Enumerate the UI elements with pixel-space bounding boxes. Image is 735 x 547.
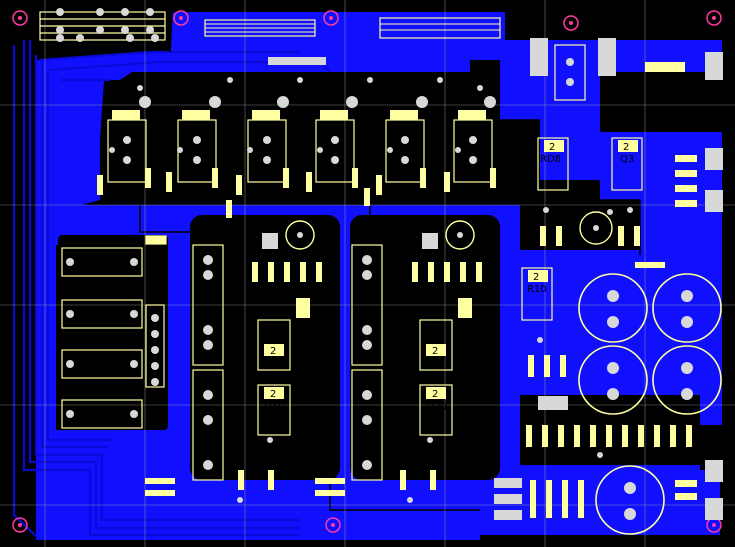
package-rd8: 2 RD8	[537, 137, 569, 191]
package-r11: 2 R11	[257, 319, 291, 371]
trimmer-left	[285, 220, 315, 250]
resistor-bank-left	[252, 262, 322, 318]
package-q10-label: Q10	[264, 402, 285, 413]
electrolytic-capacitors	[578, 273, 722, 535]
left-relay-block	[61, 235, 167, 429]
package-q20-pin: 2	[432, 389, 438, 400]
package-r21-pin: 2	[432, 346, 438, 357]
capacitor-c4	[652, 345, 722, 415]
mount-hole-top-center-left	[173, 10, 189, 26]
heatsink-right	[351, 244, 383, 481]
mount-hole-bottom-center	[325, 517, 341, 533]
transistor-array-row	[107, 96, 496, 183]
package-q3: 2 Q3	[611, 137, 643, 191]
package-r10-pin: 2	[533, 272, 539, 283]
trimmer-upper-right	[579, 211, 613, 245]
package-rd8-label: RD8	[540, 154, 561, 165]
mounting-holes	[12, 10, 722, 533]
component-packages: 2 RD8 2 Q3 2 R10 2 R11 2 Q10	[257, 137, 643, 436]
package-q20-label: Q20	[426, 402, 447, 413]
transistor-unit-6	[453, 96, 496, 183]
trimmer-pots	[262, 211, 613, 250]
heatsink-left	[192, 244, 224, 481]
resistor-strip-right	[526, 226, 692, 447]
package-q3-pin: 2	[623, 142, 629, 153]
resistor-row-upper	[97, 168, 496, 218]
mount-hole-top-right	[706, 10, 722, 26]
package-r11-pin: 2	[270, 346, 276, 357]
mount-hole-top-center	[323, 10, 339, 26]
mount-hole-top-left	[12, 10, 28, 26]
capacitor-c5	[595, 465, 665, 535]
top-left-pads	[56, 8, 159, 42]
package-q10: 2 Q10	[257, 384, 291, 436]
left-relay-pads	[66, 258, 159, 418]
bottom-right-connector	[494, 460, 723, 520]
capacitor-c1	[578, 273, 648, 343]
package-r11-label: R11	[266, 358, 286, 369]
top-right-connector	[530, 38, 723, 212]
package-q10-pin: 2	[270, 389, 276, 400]
via-pads	[109, 77, 633, 503]
package-rd8-pin: 2	[549, 142, 555, 153]
resistor-bank-bottom	[145, 470, 436, 496]
trimmer-right	[445, 220, 475, 250]
transistor-unit-4	[315, 96, 358, 183]
bus-traces-left	[12, 40, 331, 541]
capacitor-c2	[652, 273, 722, 343]
package-r10: 2 R10	[521, 267, 553, 321]
capacitor-c3	[578, 345, 648, 415]
resistor-bank-right	[412, 262, 482, 318]
top-connector-header	[204, 17, 501, 65]
mount-hole-bottom-left	[12, 517, 28, 533]
package-r21-label: R21	[424, 358, 444, 369]
transistor-unit-1	[107, 96, 151, 183]
package-r21: 2 R21	[419, 319, 453, 371]
package-r10-label: R10	[527, 284, 547, 295]
mount-hole-top-center-right	[563, 15, 579, 31]
package-q3-label: Q3	[620, 154, 634, 165]
package-q20: 2 Q20	[419, 384, 453, 436]
transistor-unit-5	[385, 96, 428, 183]
copper-pour-main	[36, 12, 505, 245]
